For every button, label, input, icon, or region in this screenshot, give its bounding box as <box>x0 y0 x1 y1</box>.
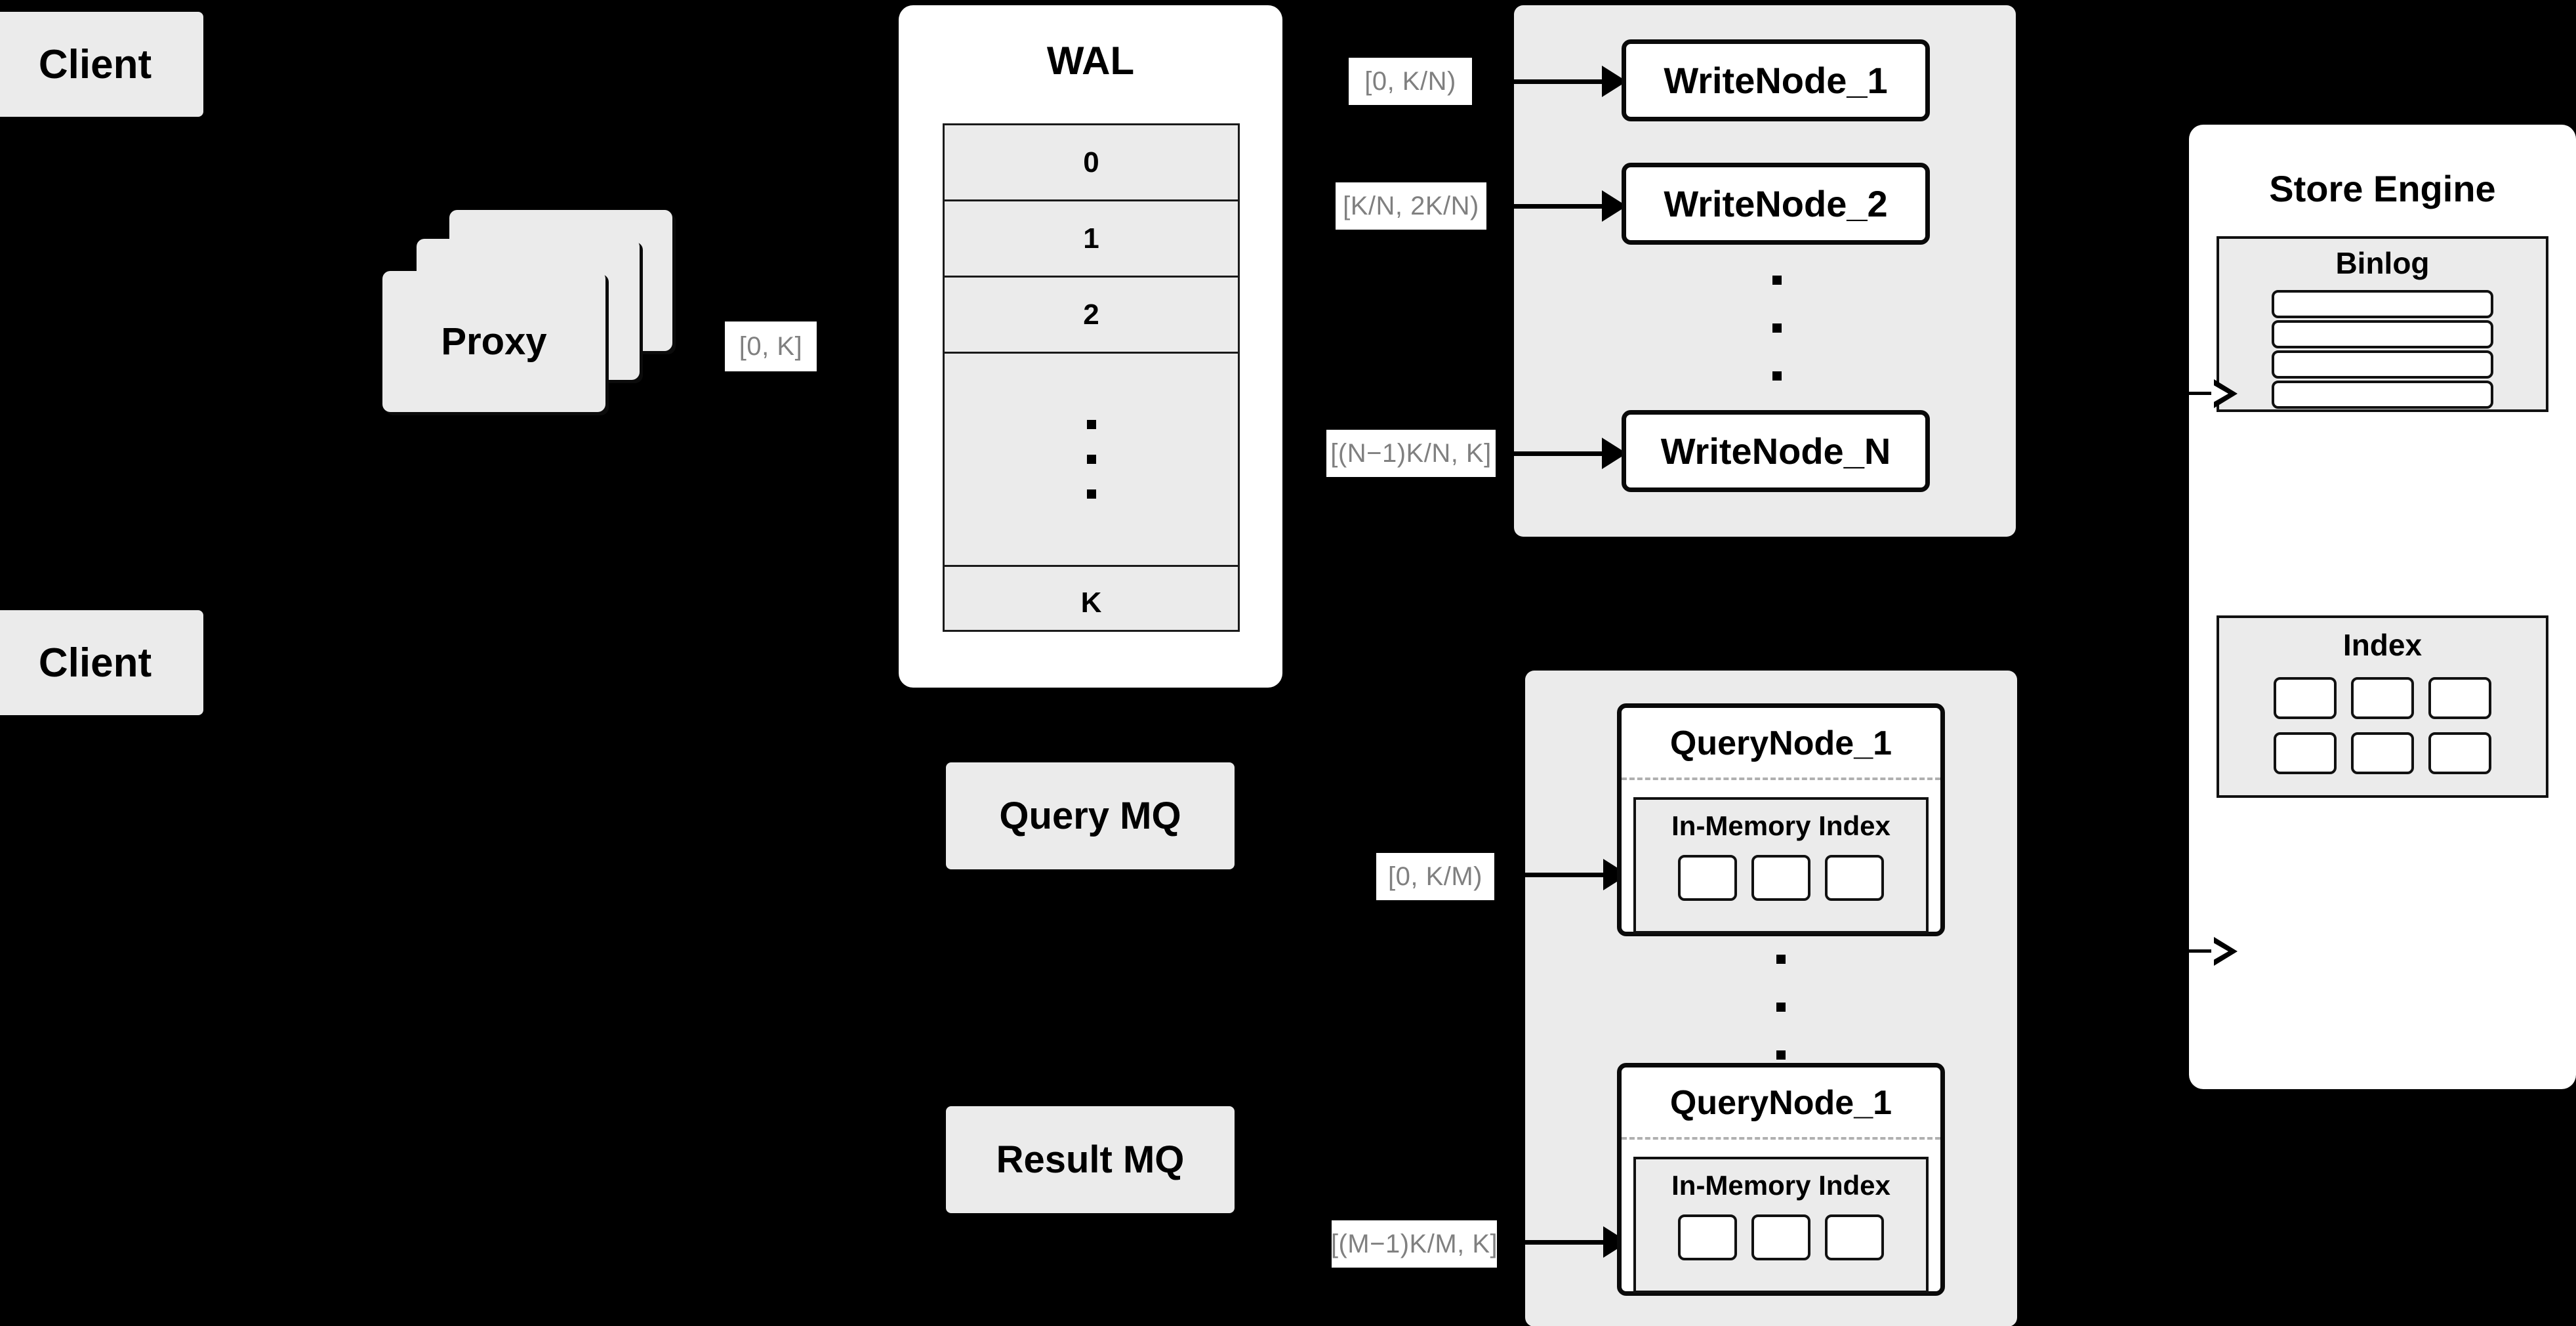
index-slot[interactable] <box>1678 855 1737 901</box>
store-engine-panel: Store Engine Binlog Index <box>2189 125 2576 1089</box>
proxy-stack[interactable]: Proxy <box>380 210 689 433</box>
in-memory-index-m: In-Memory Index <box>1633 1157 1929 1293</box>
binlog-title: Binlog <box>2335 246 2430 280</box>
index-cell[interactable] <box>2428 732 2491 774</box>
query-mq-box[interactable]: Query MQ <box>946 762 1235 869</box>
client-label-2: Client <box>38 640 152 686</box>
write-range-text-2: [K/N, 2K/N) <box>1343 191 1479 220</box>
wal-panel: WAL 0 1 2 K <box>899 5 1282 688</box>
arrow-to-index <box>2177 949 2217 953</box>
binlog-row[interactable] <box>2272 290 2493 318</box>
query-range-text-m: [(M−1)K/M, K] <box>1330 1229 1498 1258</box>
proxy-card-front[interactable]: Proxy <box>382 271 605 412</box>
write-node-2[interactable]: WriteNode_2 <box>1622 163 1930 245</box>
dot-icon <box>1776 1003 1786 1012</box>
index-slot[interactable] <box>1825 1214 1884 1260</box>
dot-icon <box>1086 455 1096 464</box>
index-cell[interactable] <box>2274 732 2337 774</box>
write-range-text-n: [(N−1)K/N, K] <box>1330 438 1492 468</box>
query-cluster-vertical-dots <box>1771 955 1791 1060</box>
index-slot[interactable] <box>1825 855 1884 901</box>
dot-icon <box>1776 955 1786 964</box>
arrow-to-write-node-2 <box>1502 204 1607 209</box>
wal-vertical-dots <box>1086 420 1096 499</box>
result-mq-box[interactable]: Result MQ <box>946 1106 1235 1213</box>
binlog-row[interactable] <box>2272 320 2493 348</box>
index-slot[interactable] <box>1678 1214 1737 1260</box>
index-panel: Index <box>2217 615 2548 798</box>
arrow-to-query-node-m <box>1502 1240 1608 1245</box>
in-memory-index-m-title: In-Memory Index <box>1671 1170 1891 1201</box>
binlog-row[interactable] <box>2272 350 2493 379</box>
wal-title: WAL <box>1046 39 1135 83</box>
write-node-1-label: WriteNode_1 <box>1664 60 1888 101</box>
dot-icon <box>1772 276 1782 285</box>
index-cell[interactable] <box>2428 677 2491 719</box>
write-range-label-1: [0, K/N) <box>1349 58 1472 105</box>
proxy-range-label: [0, K] <box>725 321 817 371</box>
wal-entry-1[interactable]: 1 <box>945 201 1238 278</box>
dot-icon <box>1086 420 1096 429</box>
query-node-1-label: QueryNode_1 <box>1669 724 1892 762</box>
dot-icon <box>1772 323 1782 333</box>
client-box-2[interactable]: Client <box>0 610 203 715</box>
wal-entry-ellipsis <box>945 354 1238 567</box>
query-range-text-1: [0, K/M) <box>1387 861 1483 891</box>
index-cell[interactable] <box>2351 732 2414 774</box>
result-mq-label: Result MQ <box>996 1138 1185 1181</box>
proxy-label: Proxy <box>441 320 547 363</box>
wal-entry-2[interactable]: 2 <box>945 278 1238 354</box>
query-node-1[interactable]: QueryNode_1 In-Memory Index <box>1617 703 1945 936</box>
index-cell[interactable] <box>2351 677 2414 719</box>
write-node-n[interactable]: WriteNode_N <box>1622 410 1930 492</box>
binlog-row[interactable] <box>2272 381 2493 409</box>
query-mq-label: Query MQ <box>999 795 1181 837</box>
query-range-label-1: [0, K/M) <box>1376 853 1494 900</box>
wal-entry-list: 0 1 2 K <box>943 123 1240 632</box>
in-memory-index-1: In-Memory Index <box>1633 797 1929 934</box>
arrow-head-hollow-icon <box>2211 379 2238 408</box>
write-cluster-vertical-dots <box>1767 276 1787 381</box>
wal-entry-last[interactable]: K <box>1080 587 1102 619</box>
write-node-2-label: WriteNode_2 <box>1664 183 1888 224</box>
wal-entry-0[interactable]: 0 <box>945 125 1238 201</box>
write-range-label-2: [K/N, 2K/N) <box>1336 182 1486 230</box>
write-range-label-n: [(N−1)K/N, K] <box>1326 430 1496 477</box>
arrow-head-hollow-icon <box>2211 937 2238 966</box>
client-box-1[interactable]: Client <box>0 12 203 117</box>
in-memory-index-1-title: In-Memory Index <box>1671 810 1891 841</box>
binlog-panel: Binlog <box>2217 236 2548 412</box>
query-node-m-label: QueryNode_1 <box>1669 1084 1892 1122</box>
write-range-text-1: [0, K/N) <box>1364 66 1456 96</box>
dot-icon <box>1772 371 1782 381</box>
arrow-to-binlog <box>2177 392 2217 395</box>
proxy-range-text: [0, K] <box>739 331 803 361</box>
client-label-1: Client <box>38 41 152 87</box>
index-slot[interactable] <box>1751 855 1810 901</box>
query-range-label-m: [(M−1)K/M, K] <box>1330 1220 1498 1268</box>
write-node-1[interactable]: WriteNode_1 <box>1622 39 1930 121</box>
index-title: Index <box>2342 628 2423 662</box>
dot-icon <box>1776 1050 1786 1060</box>
query-node-m[interactable]: QueryNode_1 In-Memory Index <box>1617 1063 1945 1296</box>
write-node-n-label: WriteNode_N <box>1660 430 1891 472</box>
dot-icon <box>1086 489 1096 499</box>
arrow-to-query-node-1 <box>1502 873 1608 877</box>
query-node-1-separator <box>1622 777 1940 780</box>
index-slot[interactable] <box>1751 1214 1810 1260</box>
store-engine-title: Store Engine <box>2269 168 2496 209</box>
arrow-to-write-node-n <box>1502 451 1607 456</box>
arrow-to-write-node-1 <box>1502 79 1607 84</box>
query-node-m-separator <box>1622 1137 1940 1140</box>
index-cell[interactable] <box>2274 677 2337 719</box>
